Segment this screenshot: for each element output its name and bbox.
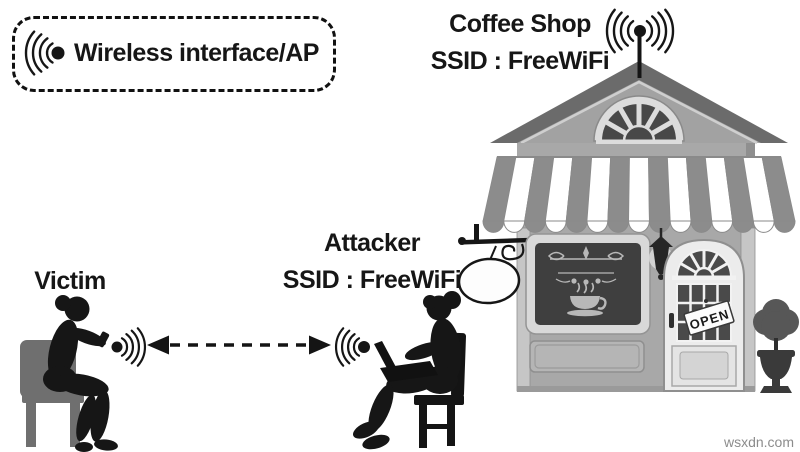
watermark: wsxdn.com [723,434,794,450]
board-decoration [547,246,625,285]
legend-box [12,16,336,92]
wifi-icon-attacker [334,327,370,367]
hanging-sign-icon [457,224,528,305]
victim-silhouette [43,295,118,452]
door-kick-inner [679,351,729,380]
victim-phone [96,331,110,348]
open-sign-pin [704,299,708,303]
coffee-shop-label: Coffee Shop SSID : FreeWiFi [405,6,635,80]
door-fan-window-icon [672,249,736,280]
attacker-title: Attacker [323,229,421,257]
urn [757,350,795,393]
wall-panel [529,340,645,373]
attack-link-arrow [147,335,331,355]
door-handle [669,313,674,328]
open-sign: OPEN [683,300,735,336]
coffee-cup-icon [567,282,607,317]
fan-window-icon [596,102,682,144]
victim-label: Victim [34,267,106,295]
coffee-shop-title: Coffee Shop [449,10,591,38]
attacker-laptop [374,341,438,382]
menu-board [525,233,651,335]
attacker-label: Attacker SSID : FreeWiFi [257,225,487,299]
topiary-icon [753,299,799,393]
shop-door: OPEN [663,238,745,392]
wifi-icon-roof-antenna [605,8,675,54]
base-strip [517,386,755,392]
coffee-shop-building: OPEN [457,8,799,393]
attacker-figure [334,291,467,450]
coffee-shop-ssid: SSID : FreeWiFi [430,47,610,75]
attacker-ssid: SSID : FreeWiFi [282,266,462,294]
arrowhead-left [147,335,169,355]
awning [482,156,796,233]
roof-inner-trim [520,80,758,145]
legend-label: Wireless interface/AP [74,39,319,67]
antenna-pole [637,34,642,78]
wifi-icon-victim [111,327,147,367]
victim-figure [20,295,147,452]
arrowhead-right [309,335,331,355]
